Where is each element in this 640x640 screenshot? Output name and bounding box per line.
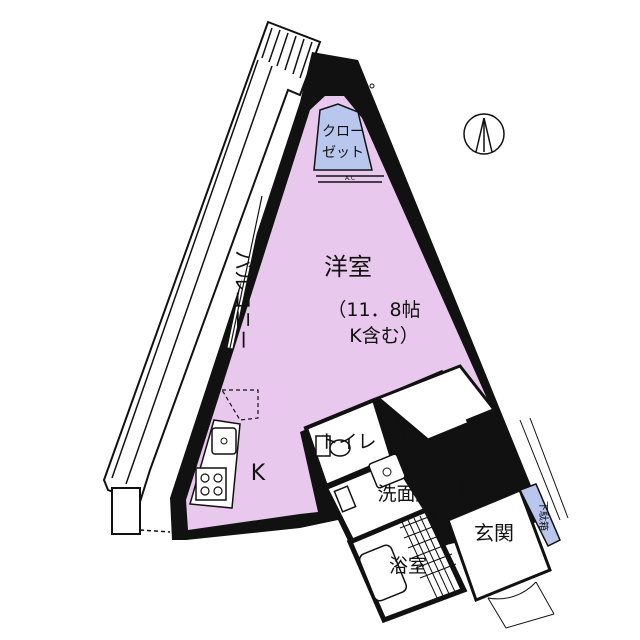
bathroom-label: 浴室 xyxy=(389,555,427,577)
bath-grid xyxy=(399,513,463,601)
bathtub-icon xyxy=(358,544,408,602)
balcony-window xyxy=(227,195,265,349)
toilet-icon xyxy=(315,435,351,457)
closet: A.C xyxy=(313,103,384,183)
western-room-size-line2: K含む） xyxy=(349,325,418,347)
kitchen-counter xyxy=(189,389,259,509)
entrance-label: 玄関 xyxy=(474,521,514,545)
stove-icon xyxy=(195,467,227,501)
sanitary-block xyxy=(303,364,513,624)
sink-icon xyxy=(211,427,237,455)
closet-label-line2: ゼット xyxy=(322,145,364,161)
toilet-label: トイレ xyxy=(319,431,376,453)
north-arrow-icon xyxy=(463,113,505,155)
entrance xyxy=(446,417,569,629)
kitchen-label: K xyxy=(251,461,266,486)
western-room-size-line1: （11．8帖 xyxy=(327,299,420,321)
closet-label-line1: クロー xyxy=(322,124,364,140)
western-room xyxy=(186,96,493,530)
wash-basin-icon xyxy=(368,453,406,489)
balcony-label: バルコニー xyxy=(231,250,255,350)
western-room-name: 洋室 xyxy=(324,253,372,281)
svg-text:A.C: A.C xyxy=(345,175,355,182)
washroom-label: 洗面所 xyxy=(377,483,434,505)
shoe-storage-label: 下駄箱 xyxy=(537,501,550,531)
